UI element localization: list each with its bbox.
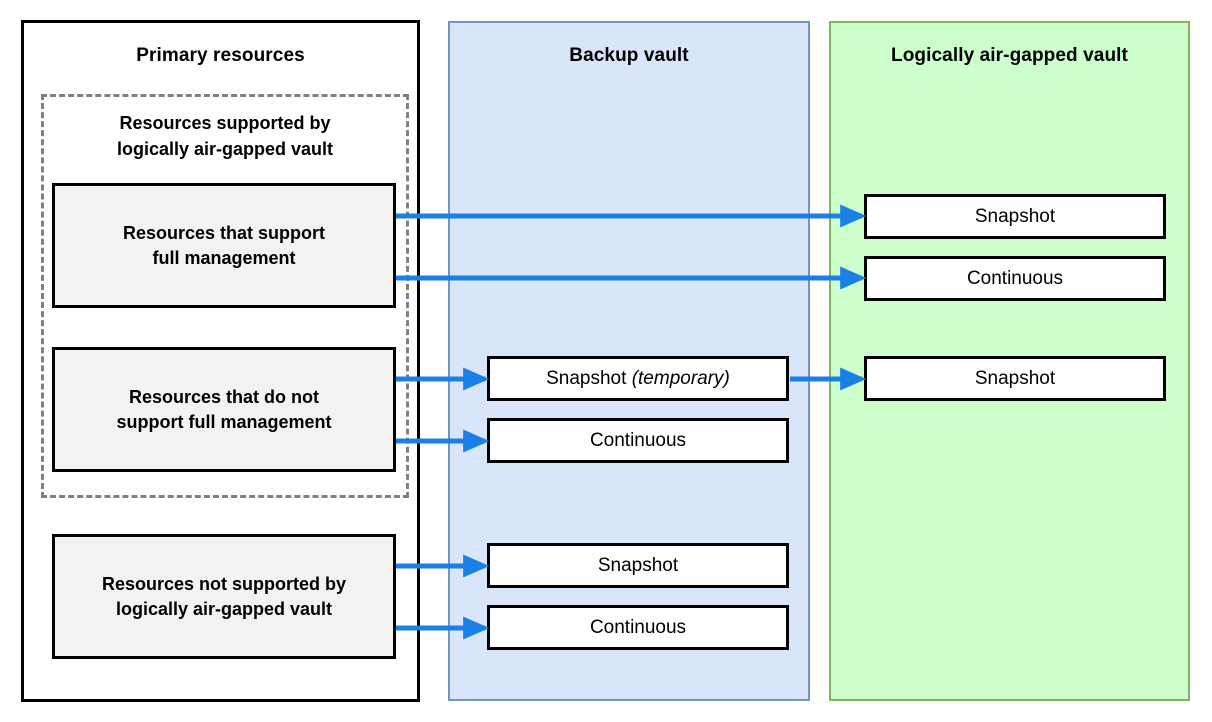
resource-box-full-management[interactable]: Resources that support full management — [52, 183, 396, 308]
group-label-line1: Resources supported by — [119, 113, 331, 133]
resource-not-supported-line1: Resources not supported by — [101, 573, 347, 594]
backup-box-snapshot-lower[interactable]: Snapshot — [487, 543, 789, 588]
supported-resources-group-label: Resources supported by logically air-gap… — [41, 110, 409, 162]
resource-not-supported-line2: logically air-gapped vault — [115, 598, 333, 619]
backup-box-snapshot-temporary[interactable]: Snapshot (temporary) — [487, 356, 789, 401]
supported-resources-group-box — [41, 94, 409, 498]
backup-snapshot-lower-label: Snapshot — [597, 554, 679, 576]
backup-continuous-upper-label: Continuous — [589, 429, 687, 451]
lag-box-continuous[interactable]: Continuous — [864, 256, 1166, 301]
backup-continuous-lower-label: Continuous — [589, 616, 687, 638]
backup-snapshot-temporary-suffix: (temporary) — [631, 367, 730, 389]
lag-box-snapshot-upper[interactable]: Snapshot — [864, 194, 1166, 239]
logically-air-gapped-vault-title: Logically air-gapped vault — [891, 45, 1128, 66]
resource-full-management-line1: Resources that support — [122, 222, 326, 243]
resource-no-full-management-line2: support full management — [116, 411, 332, 432]
backup-vault-title: Backup vault — [569, 45, 689, 66]
backup-snapshot-temporary-label: Snapshot — [546, 367, 627, 389]
resource-full-management-line2: full management — [152, 247, 296, 268]
primary-resources-title: Primary resources — [136, 45, 305, 66]
lag-box-snapshot-lower[interactable]: Snapshot — [864, 356, 1166, 401]
lag-snapshot-upper-label: Snapshot — [974, 205, 1056, 227]
lag-continuous-label: Continuous — [966, 267, 1064, 289]
backup-box-continuous-lower[interactable]: Continuous — [487, 605, 789, 650]
resource-box-no-full-management[interactable]: Resources that do not support full manag… — [52, 347, 396, 472]
lag-snapshot-lower-label: Snapshot — [974, 367, 1056, 389]
resource-no-full-management-line1: Resources that do not — [128, 386, 319, 407]
group-label-line2: logically air-gapped vault — [116, 139, 334, 159]
backup-box-continuous-upper[interactable]: Continuous — [487, 418, 789, 463]
resource-box-not-supported[interactable]: Resources not supported by logically air… — [52, 534, 396, 659]
